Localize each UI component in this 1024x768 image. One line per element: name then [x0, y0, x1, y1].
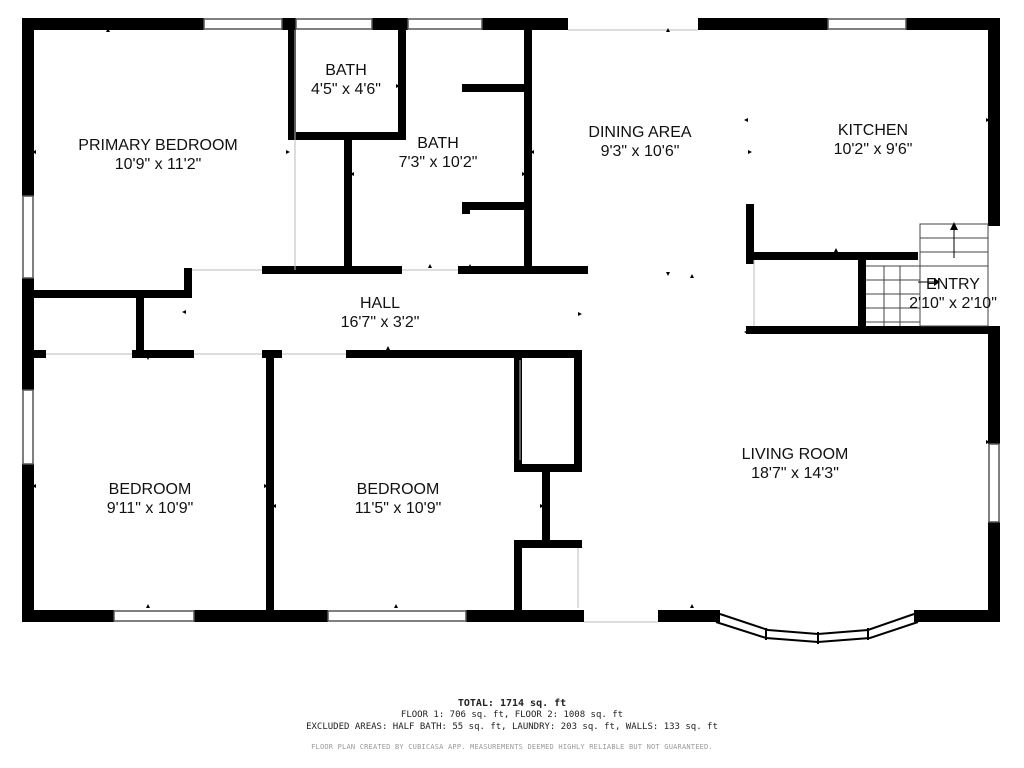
- room-name: KITCHEN: [837, 122, 909, 139]
- room-name: DINING AREA: [588, 124, 692, 141]
- floor-areas: FLOOR 1: 706 sq. ft, FLOOR 2: 1008 sq. f…: [400, 710, 624, 720]
- room-dimensions: 16'7" x 3'2": [340, 314, 420, 331]
- room-label-bedroom-left: BEDROOM 9'11" x 10'9": [107, 480, 194, 518]
- room-name: LIVING ROOM: [741, 446, 849, 463]
- room-dimensions: 11'5" x 10'9": [354, 500, 442, 517]
- room-name: PRIMARY BEDROOM: [78, 137, 238, 154]
- measure-markers: [32, 28, 990, 608]
- stair-arrow: [918, 222, 958, 286]
- room-label-dining-area: DINING AREA 9'3" x 10'6": [588, 123, 691, 161]
- room-dimensions: 18'7" x 14'3": [751, 465, 839, 482]
- room-label-hall: HALL 16'7" x 3'2": [341, 294, 420, 332]
- room-dimensions: 10'9" x 11'2": [114, 156, 202, 173]
- room-label-primary-bedroom: PRIMARY BEDROOM 10'9" x 11'2": [78, 136, 237, 174]
- room-name: BATH: [417, 135, 459, 152]
- room-label-bedroom-middle: BEDROOM 11'5" x 10'9": [355, 480, 442, 518]
- outer-walls: [22, 18, 1000, 622]
- room-dimensions: 2'10" x 2'10": [909, 295, 997, 312]
- interior-walls: [22, 18, 1000, 612]
- room-dimensions: 4'5" x 4'6": [311, 81, 381, 98]
- windows: [22, 18, 1000, 622]
- room-label-bath-small: BATH 4'5" x 4'6": [311, 61, 381, 99]
- room-label-bath: BATH 7'3" x 10'2": [399, 134, 478, 172]
- excluded-areas: EXCLUDED AREAS: HALF BATH: 55 sq. ft, LA…: [306, 722, 718, 732]
- room-name: ENTRY: [926, 276, 980, 293]
- room-dimensions: 9'3" x 10'6": [600, 143, 680, 160]
- room-label-living-room: LIVING ROOM 18'7" x 14'3": [742, 445, 849, 483]
- room-name: BEDROOM: [356, 481, 440, 498]
- room-dimensions: 7'3" x 10'2": [398, 154, 478, 171]
- room-dimensions: 10'2" x 9'6": [833, 141, 913, 158]
- thin-lines: [46, 29, 755, 623]
- bay-window: [715, 613, 919, 644]
- total-area: TOTAL: 1714 sq. ft: [457, 698, 567, 709]
- room-dimensions: 9'11" x 10'9": [106, 500, 194, 517]
- room-name: BEDROOM: [108, 481, 192, 498]
- room-name: HALL: [359, 295, 401, 312]
- disclaimer: FLOOR PLAN CREATED BY CUBICASA APP. MEAS…: [311, 743, 713, 751]
- room-name: BATH: [325, 62, 367, 79]
- room-label-kitchen: KITCHEN 10'2" x 9'6": [834, 121, 913, 159]
- room-label-entry: ENTRY 2'10" x 2'10": [909, 275, 997, 313]
